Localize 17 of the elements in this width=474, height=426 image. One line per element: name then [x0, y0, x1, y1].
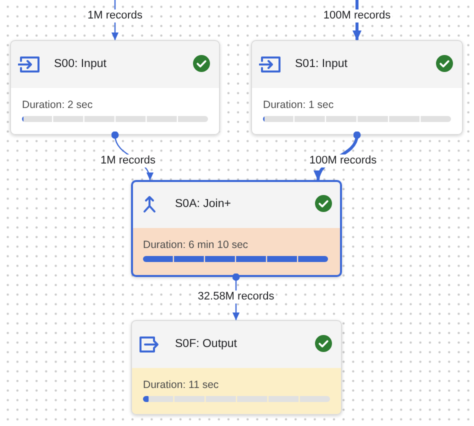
stage-card: [251, 40, 463, 135]
duration-text: Duration: 1 sec: [263, 99, 334, 112]
duration-text: Duration: 2 sec: [22, 99, 93, 112]
edge-label: 100M records: [321, 10, 393, 22]
stage-title: S0A: Join+: [175, 197, 231, 211]
stage-title: S01: Input: [295, 57, 348, 71]
stage-card: [10, 40, 220, 135]
stage-card: [131, 320, 342, 415]
duration-text: Duration: 11 sec: [143, 379, 219, 392]
edge-label: 1M records: [85, 10, 145, 22]
duration-text: Duration: 6 min 10 sec: [143, 239, 248, 252]
stage-title: S0F: Output: [175, 337, 238, 351]
stage-card: [131, 180, 342, 277]
stage-title: S00: Input: [54, 57, 106, 71]
edge-label: 32.58M records: [196, 290, 276, 304]
edge-label: 1M records: [98, 154, 158, 168]
edge-label: 100M records: [307, 154, 379, 168]
